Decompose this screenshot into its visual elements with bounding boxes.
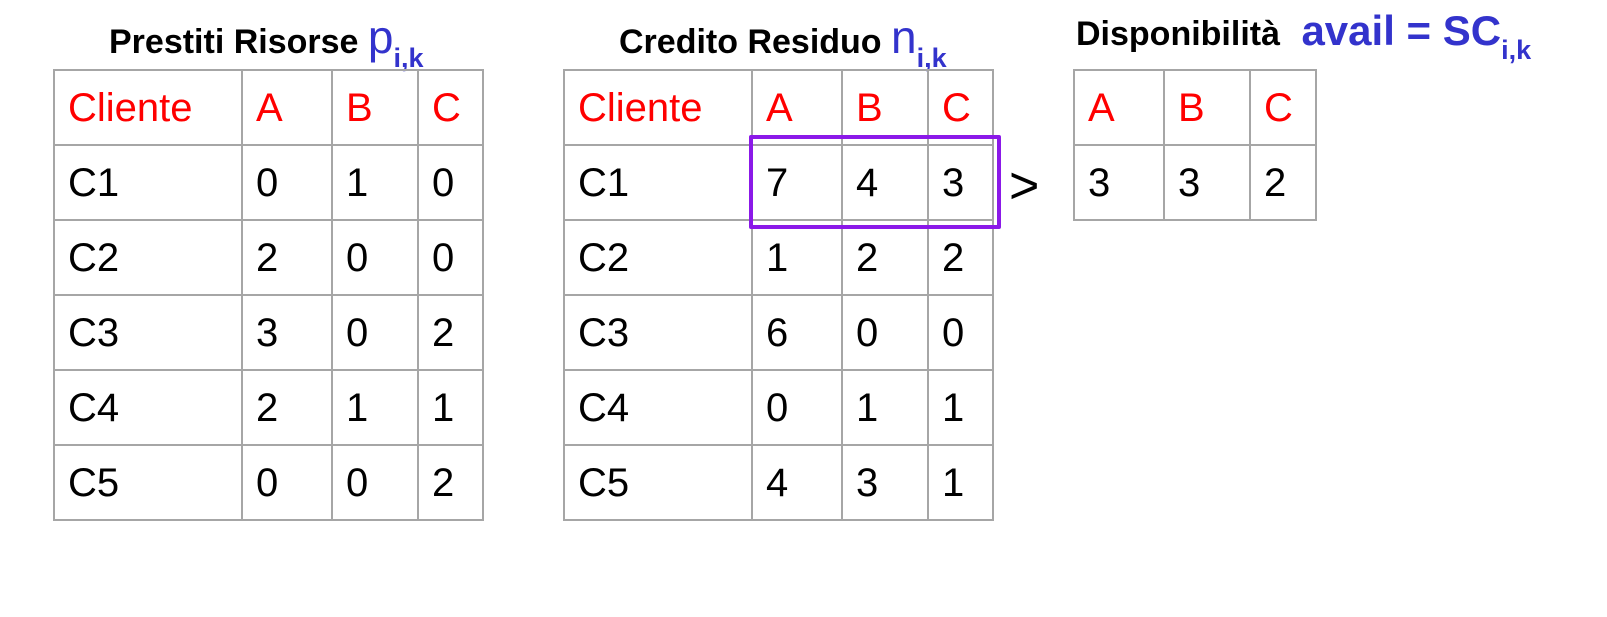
loans-cell-a: 3	[241, 294, 333, 371]
greater-than-operator: >	[1009, 157, 1040, 215]
availability-title-text: Disponibilità	[1076, 15, 1280, 53]
availability-header-b: B	[1163, 69, 1251, 146]
credit-cell-a: 6	[751, 294, 843, 371]
loans-cell-client: C4	[53, 369, 243, 446]
credit-cell-b: 1	[841, 369, 929, 446]
credit-row: C5 4 3 1	[563, 444, 994, 521]
loans-cell-client: C2	[53, 219, 243, 296]
c1-need-highlight	[749, 135, 1001, 229]
credit-row: C3 6 0 0	[563, 294, 994, 371]
availability-title: Disponibilità avail = SCi,k	[1076, 7, 1531, 64]
loans-header-a: A	[241, 69, 333, 146]
loans-row: C1 0 1 0	[53, 144, 484, 221]
credit-cell-a: 0	[751, 369, 843, 446]
credit-header-row: Cliente A B C	[563, 69, 994, 146]
loans-table: Cliente A B C C1 0 1 0 C2 2 0 0 C3 3 0 2…	[53, 69, 484, 521]
credit-cell-client: C3	[563, 294, 753, 371]
credit-cell-a: 4	[751, 444, 843, 521]
credit-table: Cliente A B C C1 7 4 3 C2 1 2 2 C3 6 0 0…	[563, 69, 994, 521]
credit-title: Credito Residuo ni,k	[619, 11, 947, 72]
credit-title-text: Credito Residuo	[619, 23, 882, 61]
credit-cell-b: 4	[841, 144, 929, 221]
credit-cell-c: 3	[927, 144, 994, 221]
loans-symbol: p	[367, 11, 394, 63]
credit-row: C4 0 1 1	[563, 369, 994, 446]
credit-header-b: B	[841, 69, 929, 146]
credit-cell-b: 3	[841, 444, 929, 521]
loans-header-client: Cliente	[53, 69, 243, 146]
loans-cell-c: 0	[417, 144, 484, 221]
loans-cell-b: 1	[331, 369, 419, 446]
loans-cell-client: C5	[53, 444, 243, 521]
loans-cell-a: 2	[241, 219, 333, 296]
loans-header-b: B	[331, 69, 419, 146]
loans-cell-a: 2	[241, 369, 333, 446]
loans-cell-client: C3	[53, 294, 243, 371]
loans-cell-b: 1	[331, 144, 419, 221]
loans-cell-client: C1	[53, 144, 243, 221]
credit-cell-client: C4	[563, 369, 753, 446]
loans-row: C4 2 1 1	[53, 369, 484, 446]
loans-header-c: C	[417, 69, 484, 146]
availability-header-row: A B C	[1073, 69, 1317, 146]
credit-cell-b: 0	[841, 294, 929, 371]
loans-row: C3 3 0 2	[53, 294, 484, 371]
availability-cell-c: 2	[1249, 144, 1317, 221]
loans-cell-b: 0	[331, 444, 419, 521]
loans-cell-c: 2	[417, 444, 484, 521]
availability-header-c: C	[1249, 69, 1317, 146]
credit-cell-client: C1	[563, 144, 753, 221]
availability-cell-b: 3	[1163, 144, 1251, 221]
loans-title: Prestiti Risorse pi,k	[109, 11, 424, 72]
credit-cell-client: C5	[563, 444, 753, 521]
credit-cell-c: 1	[927, 369, 994, 446]
credit-row: C1 7 4 3	[563, 144, 994, 221]
credit-cell-c: 2	[927, 219, 994, 296]
loans-cell-b: 0	[331, 294, 419, 371]
availability-table: A B C 3 3 2	[1073, 69, 1317, 221]
loans-cell-a: 0	[241, 144, 333, 221]
availability-cell-a: 3	[1073, 144, 1165, 221]
credit-cell-a: 7	[751, 144, 843, 221]
credit-cell-b: 2	[841, 219, 929, 296]
loans-header-row: Cliente A B C	[53, 69, 484, 146]
loans-title-text: Prestiti Risorse	[109, 23, 359, 61]
credit-row: C2 1 2 2	[563, 219, 994, 296]
credit-cell-client: C2	[563, 219, 753, 296]
credit-header-client: Cliente	[563, 69, 753, 146]
credit-cell-c: 1	[927, 444, 994, 521]
loans-cell-c: 0	[417, 219, 484, 296]
availability-header-a: A	[1073, 69, 1165, 146]
credit-symbol: n	[891, 11, 917, 63]
credit-subscript: i,k	[916, 43, 947, 73]
loans-cell-c: 1	[417, 369, 484, 446]
credit-cell-c: 0	[927, 294, 994, 371]
loans-subscript: i,k	[393, 43, 424, 73]
loans-row: C5 0 0 2	[53, 444, 484, 521]
loans-row: C2 2 0 0	[53, 219, 484, 296]
loans-cell-a: 0	[241, 444, 333, 521]
availability-subscript: i,k	[1501, 35, 1532, 65]
credit-cell-a: 1	[751, 219, 843, 296]
availability-row: 3 3 2	[1073, 144, 1317, 221]
availability-formula: avail = SC	[1301, 7, 1502, 54]
loans-cell-c: 2	[417, 294, 484, 371]
credit-header-a: A	[751, 69, 843, 146]
credit-header-c: C	[927, 69, 994, 146]
loans-cell-b: 0	[331, 219, 419, 296]
